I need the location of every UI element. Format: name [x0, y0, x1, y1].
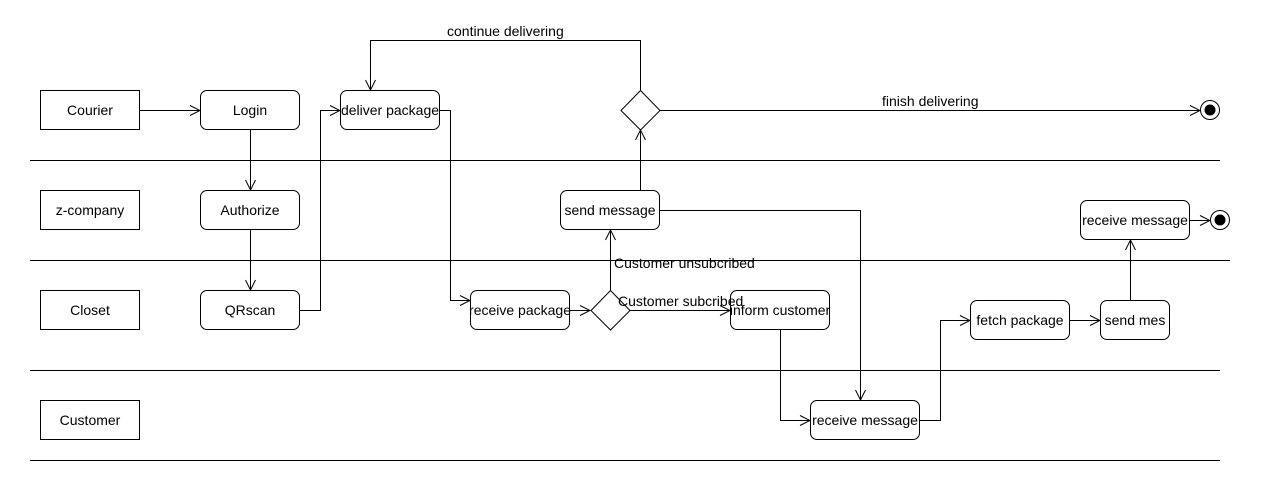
- decision-customer-subscription: [590, 289, 631, 331]
- lane-customer: Customer: [40, 400, 140, 440]
- lane-dividers: [30, 160, 1230, 461]
- action-inform-customer: inform customer: [730, 290, 830, 330]
- final-node-company: [1210, 210, 1230, 230]
- lane-z-company: z-company: [40, 190, 140, 230]
- edge-send-message-to-receive-message: [660, 210, 861, 401]
- lane-courier: Courier: [40, 90, 140, 130]
- action-qrscan: QRscan: [200, 290, 300, 330]
- edge-continue-delivering: [371, 40, 641, 91]
- lane-closet: Closet: [40, 290, 140, 330]
- action-login: Login: [200, 90, 300, 130]
- edge-label-customer-unsubscribed: Customer unsubcribed: [614, 255, 755, 271]
- edge-label-finish-delivering: finish delivering: [882, 93, 979, 109]
- action-send-message: send message: [560, 190, 660, 230]
- decision-delivery-continue: [620, 89, 661, 131]
- action-receive-message-company: receive message: [1080, 200, 1190, 240]
- edge-qrscan-to-deliver: [300, 111, 340, 311]
- action-receive-message-customer: receive message: [810, 400, 920, 440]
- action-receive-package: receive package: [469, 290, 571, 330]
- edge-label-continue-delivering: continue delivering: [447, 23, 564, 39]
- action-send-mes: send mes: [1100, 300, 1170, 340]
- edge-deliver-to-receive-package: [440, 110, 470, 301]
- edge-receive-message-to-fetch: [920, 321, 970, 421]
- action-authorize: Authorize: [200, 190, 300, 230]
- final-node-courier: [1200, 100, 1220, 120]
- action-fetch-package: fetch package: [970, 300, 1070, 340]
- edge-inform-to-receive-message: [780, 330, 811, 421]
- action-deliver-package: deliver package: [340, 90, 440, 130]
- edge-label-customer-subscribed: Customer subcribed: [618, 293, 744, 309]
